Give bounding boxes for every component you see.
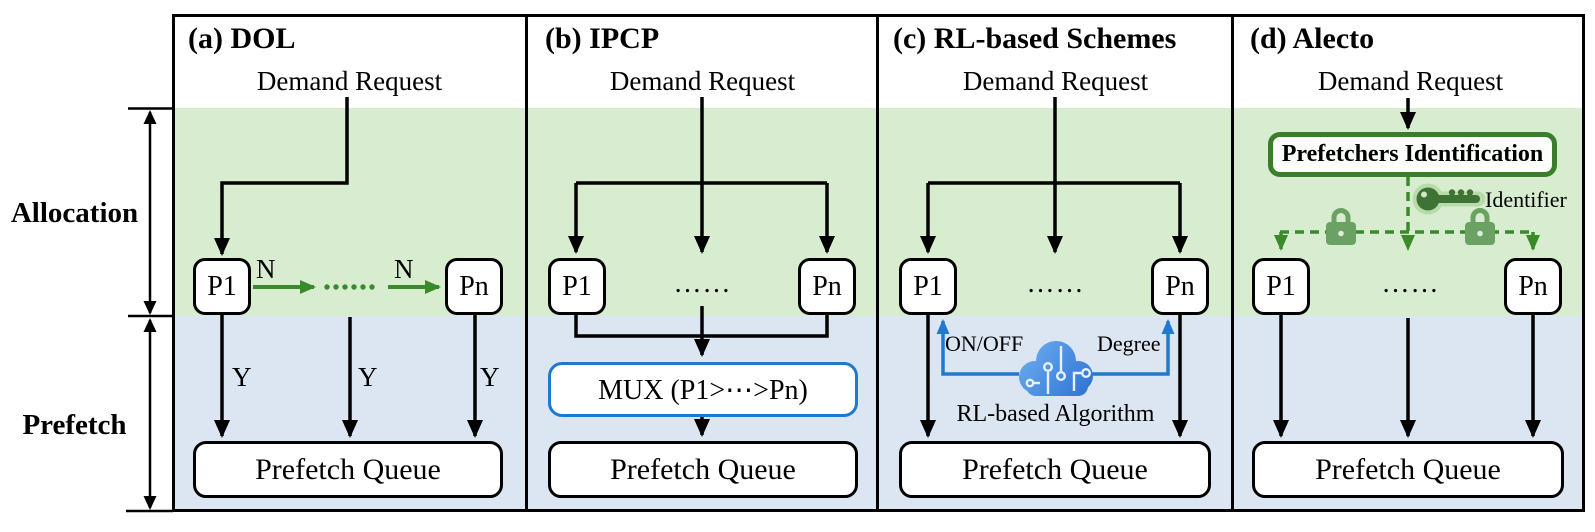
prefetch-queue-box: Prefetch Queue <box>1252 441 1564 498</box>
prefetchers-identification-box: Prefetchers Identification <box>1268 132 1557 177</box>
panel-ipcp: (b) IPCP Demand Request P1 Pn …… MUX (P1… <box>527 0 878 532</box>
issue-label-y: Y <box>232 362 252 392</box>
panel-divider <box>876 14 879 512</box>
prefetch-region-label: Prefetch <box>22 409 127 441</box>
padlock-icon <box>1326 208 1356 245</box>
demand-request-label: Demand Request <box>256 66 443 96</box>
mux-box: MUX (P1>⋯>Pn) <box>548 362 858 417</box>
prefetcher-box-p1: P1 <box>899 258 957 315</box>
panel-divider <box>525 14 528 512</box>
prefetch-queue-box: Prefetch Queue <box>548 441 858 498</box>
pass-label-n: N <box>256 254 276 284</box>
prefetcher-box-pn: Pn <box>1504 258 1562 315</box>
demand-request-label: Demand Request <box>1317 66 1504 96</box>
panel-d-title: (d) Alecto <box>1250 22 1375 55</box>
demand-request-label: Demand Request <box>609 66 796 96</box>
rl-cloud-icon <box>1019 341 1093 396</box>
prefetcher-box-p1: P1 <box>1252 258 1310 315</box>
prefetcher-box-p1: P1 <box>548 258 606 315</box>
panel-b-title: (b) IPCP <box>545 22 660 55</box>
pass-label-n: N <box>394 254 414 284</box>
prefetch-queue-box: Prefetch Queue <box>899 441 1211 498</box>
dol-dotted-continuation <box>324 284 375 290</box>
panel-c-title: (c) RL-based Schemes <box>893 22 1177 55</box>
prefetch-queue-box: Prefetch Queue <box>193 441 503 498</box>
panel-divider <box>1231 14 1234 512</box>
allocation-region-label: Allocation <box>10 197 139 229</box>
panel-alecto: (d) Alecto Demand Request Prefetchers Id… <box>1233 0 1588 532</box>
ellipsis-continuation: …… <box>673 268 732 299</box>
rl-algorithm-label: RL-based Algorithm <box>956 401 1155 427</box>
panel-rl-based: (c) RL-based Schemes Demand Request P1 P… <box>878 0 1233 532</box>
identifier-key-icon <box>1412 183 1486 215</box>
prefetcher-box-pn: Pn <box>445 258 503 315</box>
identifier-label: Identifier <box>1485 187 1567 212</box>
padlock-icon <box>1465 208 1495 245</box>
alecto-flow <box>1273 98 1541 438</box>
panel-dol: (a) DOL Demand Request N N P1 Pn Y Y Y P… <box>172 0 527 532</box>
ellipsis-continuation: …… <box>1381 268 1440 299</box>
ellipsis-continuation: …… <box>1026 268 1085 299</box>
ipcp-flow <box>568 97 835 437</box>
degree-label: Degree <box>1097 331 1161 356</box>
rl-feedback-arrows <box>936 319 1175 376</box>
prefetcher-box-pn: Pn <box>1151 258 1209 315</box>
issue-label-y: Y <box>358 362 378 392</box>
prefetcher-box-p1: P1 <box>193 258 251 315</box>
double-headed-arrow-icon <box>126 107 173 513</box>
prefetcher-box-pn: Pn <box>798 258 856 315</box>
rl-flow <box>920 97 1188 438</box>
on-off-label: ON/OFF <box>945 331 1024 356</box>
panel-a-title: (a) DOL <box>188 22 296 55</box>
demand-request-label: Demand Request <box>962 66 1149 96</box>
issue-label-y: Y <box>480 362 500 392</box>
dol-flow <box>214 97 483 438</box>
